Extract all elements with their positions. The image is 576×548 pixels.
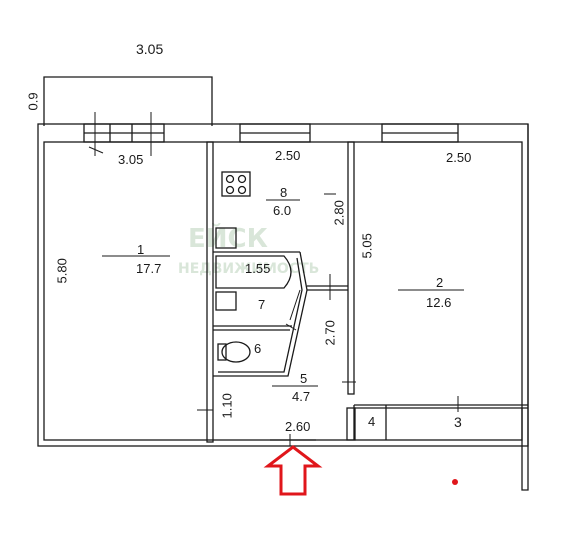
entrance-arrow (263, 445, 323, 496)
room-6-number: 6 (254, 341, 262, 356)
dimension-lines (88, 112, 459, 446)
room-1-number: 1 (137, 242, 145, 257)
dim-kitchen-side: 2.80 (331, 200, 347, 226)
room-2-area: 12.6 (426, 295, 452, 310)
outer-walls (37, 123, 529, 491)
windows (83, 123, 459, 143)
dim-room2-top: 2.50 (446, 150, 472, 165)
dim-room2-side: 5.05 (359, 233, 375, 259)
dim-room1-side: 5.80 (54, 258, 70, 284)
dim-balcony-width: 3.05 (136, 41, 164, 57)
dim-room1-top: 3.05 (118, 152, 144, 167)
dim-hall-left: 1.10 (219, 393, 235, 419)
marker-dot (452, 479, 458, 485)
room-8-area: 6.0 (273, 203, 292, 218)
dim-hall-side: 2.70 (322, 320, 338, 346)
balcony-outline (43, 76, 213, 126)
room-4-number: 4 (368, 414, 376, 429)
partitions (206, 141, 528, 443)
dim-bath-width: 1.55 (245, 261, 271, 276)
room-5-area: 4.7 (292, 389, 311, 404)
room-8-number: 8 (280, 185, 288, 200)
dim-balcony-depth: 0.9 (25, 92, 41, 111)
dim-kitchen-top: 2.50 (275, 148, 301, 163)
room-2-number: 2 (436, 275, 444, 290)
room-3-number: 3 (454, 414, 462, 430)
room-1-area: 17.7 (136, 261, 162, 276)
dim-hall-bottom: 2.60 (285, 419, 311, 434)
room-5-number: 5 (300, 371, 308, 386)
room-7-number: 7 (258, 297, 266, 312)
